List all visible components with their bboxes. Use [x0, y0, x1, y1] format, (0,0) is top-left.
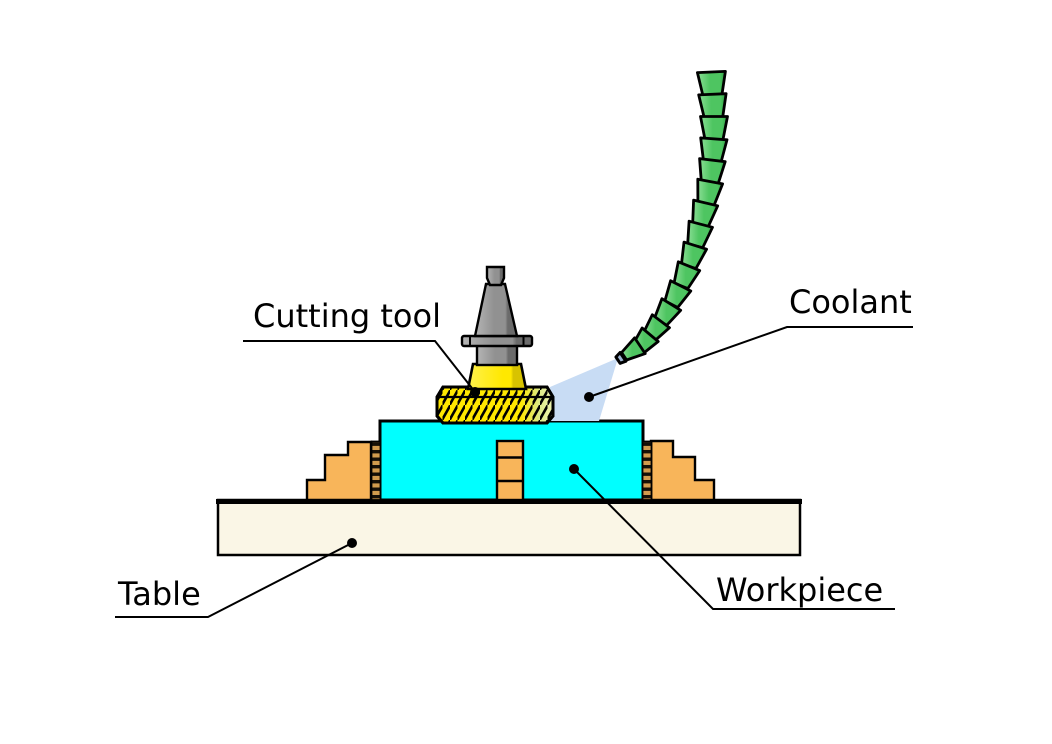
right-step-block — [649, 439, 716, 502]
left-step-block — [305, 440, 373, 502]
holder-flange — [460, 334, 534, 348]
cutting-tool-label: Cutting tool — [253, 297, 441, 335]
coolant-label: Coolant — [789, 283, 912, 321]
center-step-block — [495, 439, 525, 502]
cutting-tool-dot — [470, 387, 480, 397]
workpiece-dot — [569, 464, 579, 474]
hose-segment — [614, 351, 628, 365]
coolant-hose — [614, 70, 729, 365]
right-clamp — [641, 439, 716, 502]
table-dot — [347, 538, 357, 548]
table-leader — [115, 538, 357, 618]
left-clamp — [305, 440, 382, 502]
hob-cutter — [435, 385, 555, 425]
coolant-spray — [550, 358, 618, 421]
taper-cone — [473, 282, 519, 338]
coolant-leader — [584, 326, 913, 402]
arbor-collar — [466, 362, 528, 391]
pull-stud — [485, 265, 506, 287]
tool-holder — [460, 265, 534, 391]
workpiece-leader — [569, 464, 895, 610]
table-label: Table — [117, 575, 201, 613]
right-threaded-rod — [641, 440, 653, 501]
cutting-tool-leader — [243, 340, 480, 397]
coolant-dot — [584, 392, 594, 402]
machine-table — [216, 498, 802, 557]
workpiece-label: Workpiece — [716, 571, 883, 609]
left-threaded-rod — [370, 440, 382, 501]
annotations — [115, 326, 913, 618]
